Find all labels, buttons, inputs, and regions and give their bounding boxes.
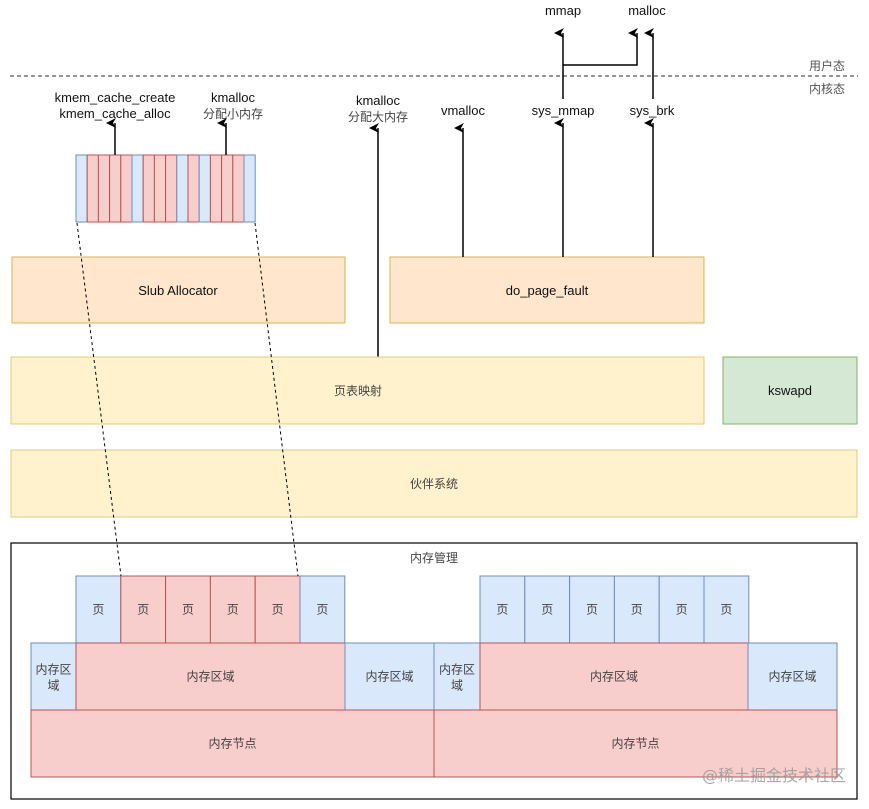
zone-label: 域 [451, 679, 463, 693]
do-page-fault-label: do_page_fault [506, 283, 589, 298]
page-label: 页 [92, 603, 104, 617]
slab-object-used [165, 154, 178, 223]
memory-management-container: 内存管理 [10, 542, 858, 800]
zone-free [344, 642, 435, 711]
memory-layout: 页页页页页页页页页页页页内存区域内存区域内存区域内存区域内存区域内存区域内存节点… [30, 575, 838, 778]
page-cell [254, 575, 301, 644]
page-cell [479, 575, 526, 644]
slab-object-free [198, 154, 211, 223]
slub-allocator-block: Slub Allocator [11, 256, 346, 324]
page-label: 页 [676, 603, 688, 617]
watermark: @稀土掘金技术社区 [702, 766, 846, 785]
page-cell [658, 575, 705, 644]
page-label: 页 [496, 603, 508, 617]
memory-node [30, 709, 435, 778]
kmalloc-small-label: kmalloc [211, 90, 256, 105]
memory-node [433, 709, 838, 778]
page-label: 页 [316, 603, 328, 617]
slab-object-used [120, 154, 133, 223]
sys-mmap-label: sys_mmap [532, 103, 595, 118]
page-table-mapping-label: 页表映射 [334, 383, 382, 398]
page-cell [703, 575, 750, 644]
zone-used [75, 642, 346, 711]
page-cell [569, 575, 615, 644]
slab-object-free [75, 154, 88, 223]
kmalloc-large-label: kmalloc [356, 93, 401, 108]
zone-used [479, 642, 749, 711]
page-label: 页 [227, 603, 239, 617]
zone-free [30, 642, 77, 711]
page-cell [299, 575, 346, 644]
zone-label: 内存区域 [186, 670, 234, 684]
node-label: 内存节点 [208, 737, 256, 751]
page-label: 页 [541, 603, 553, 617]
slab-object-used [97, 154, 111, 223]
slab-object-used [187, 154, 200, 223]
slab-object-used [221, 154, 234, 223]
page-cell [75, 575, 122, 644]
page-label: 页 [586, 603, 598, 617]
sys-brk-label: sys_brk [630, 103, 675, 118]
page-cell [120, 575, 167, 644]
slab-object-used [86, 154, 99, 223]
kmem-cache-create-label: kmem_cache_create [55, 90, 176, 105]
slab-object-strip [75, 154, 256, 223]
zone-free [747, 642, 838, 711]
page-label: 页 [182, 603, 194, 617]
vmalloc-label: vmalloc [441, 103, 486, 118]
slab-object-used [209, 154, 223, 223]
mmap-label: mmap [545, 3, 581, 18]
buddy-system-block: 伙伴系统 [10, 449, 858, 518]
page-cell [524, 575, 571, 644]
kernel-mode-label: 内核态 [809, 82, 845, 96]
kswapd-block: kswapd [722, 356, 858, 425]
zone-label: 域 [47, 679, 59, 693]
do-page-fault-block: do_page_fault [389, 256, 705, 324]
zone-label: 内存区 [439, 663, 475, 677]
kmalloc-large-desc: 分配大内存 [348, 110, 408, 124]
node-label: 内存节点 [611, 737, 659, 751]
kmalloc-small-desc: 分配小内存 [203, 107, 263, 121]
slab-object-used [232, 154, 245, 223]
slab-object-free [176, 154, 189, 223]
page-cell [613, 575, 660, 644]
slab-object-used [109, 154, 122, 223]
zone-label: 内存区域 [768, 670, 816, 684]
kmem-cache-alloc-label: kmem_cache_alloc [59, 106, 171, 121]
memory-management-label: 内存管理 [410, 550, 458, 565]
slab-object-used [142, 154, 155, 223]
page-label: 页 [631, 603, 643, 617]
slub-allocator-label: Slub Allocator [138, 283, 218, 298]
zone-free [433, 642, 481, 711]
sys-mmap-to-malloc-arrow [563, 28, 638, 66]
slab-object-free [243, 154, 256, 223]
zone-label: 内存区域 [365, 670, 413, 684]
malloc-label: malloc [628, 3, 666, 18]
slab-object-free [131, 154, 144, 223]
slab-page-mapping-right [254, 222, 299, 577]
page-table-mapping-block: 页表映射 [10, 356, 705, 425]
kswapd-label: kswapd [768, 383, 812, 398]
zone-label: 内存区域 [590, 670, 638, 684]
page-label: 页 [720, 603, 732, 617]
page-cell [165, 575, 211, 644]
zone-label: 内存区 [35, 663, 71, 677]
slab-page-mapping-left [76, 222, 122, 577]
slab-object-used [153, 154, 167, 223]
user-mode-label: 用户态 [809, 58, 845, 73]
page-label: 页 [137, 603, 149, 617]
page-label: 页 [272, 603, 284, 617]
buddy-system-label: 伙伴系统 [410, 477, 458, 491]
